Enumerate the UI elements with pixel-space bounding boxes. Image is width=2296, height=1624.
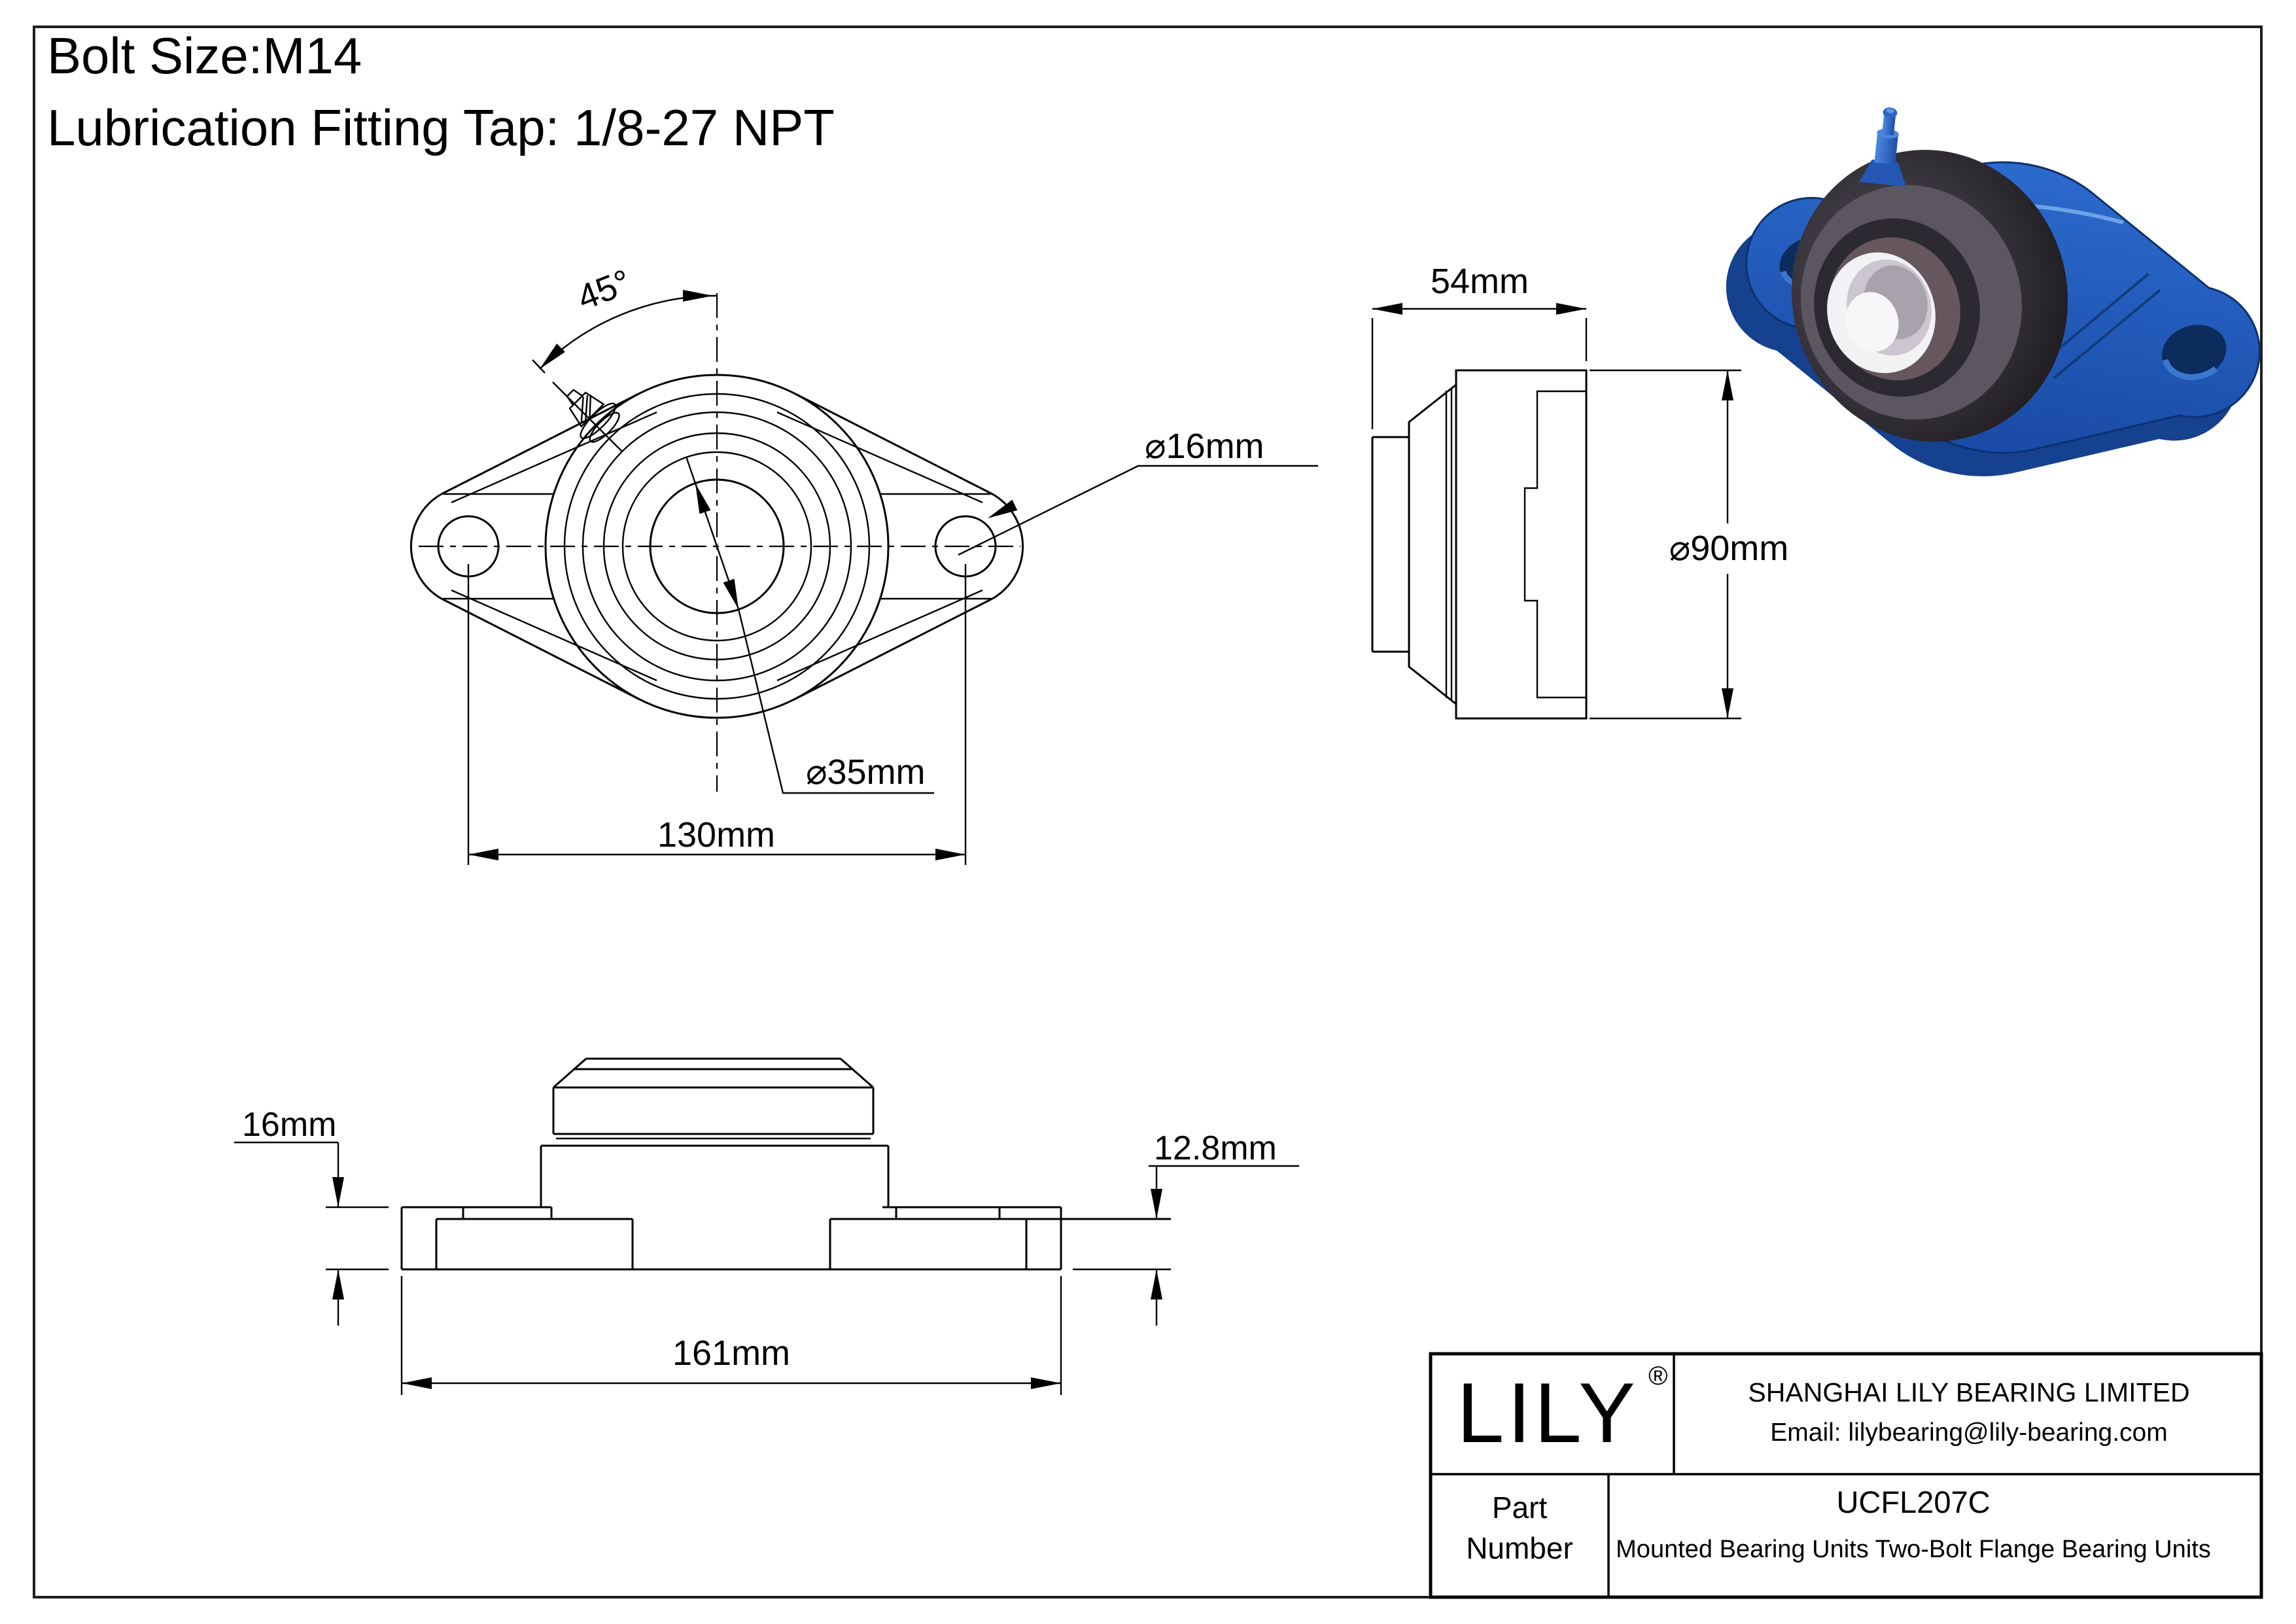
housing-body [1455,369,1588,720]
dim-outer-dia-label: ⌀90mm [1669,529,1789,568]
dim-bolt-hole-label: ⌀16mm [1145,427,1264,466]
centerlines [419,293,1020,865]
flange-plate [400,1206,1171,1271]
fitting-axis [532,359,623,452]
dim-angle-label: 45° [572,262,636,318]
dim-width: 54mm [1371,262,1588,429]
dim-width-label: 54mm [1431,262,1529,301]
header-line2: Lubrication Fitting Tap: 1/8-27 NPT [47,99,835,156]
registered-mark: ® [1648,1362,1667,1390]
dim-flange-height-label: 16mm [242,1106,336,1144]
seal-band [552,1086,875,1135]
header-line1: Bolt Size:M14 [47,27,362,84]
dim-bore-label: ⌀35mm [806,752,926,792]
title-block-frame [1429,1352,2263,1599]
housing-boss [540,1144,890,1207]
title-block-dividers [1431,1354,2261,1597]
render-3d [1726,107,2261,476]
bolt-hole-3d-right [2162,325,2227,379]
front-view: 45° ⌀35mm ⌀16mm 130mm [410,262,1318,865]
dim-angle: 45° [535,262,718,374]
insert-ring-3d [1791,150,2068,442]
dim-edge-height: 12.8mm [1073,1129,1299,1326]
housing-taper [1408,383,1457,705]
company-logo: LILY [1457,1365,1639,1460]
header: Bolt Size:M14 Lubrication Fitting Tap: 1… [47,27,835,156]
grease-fitting [566,389,620,443]
part-label-line2: Number [1466,1531,1573,1565]
insert-nose [1371,436,1409,653]
bolt-hole-3d-right-wall [2163,359,2218,380]
bottom-view: 16mm 12.8mm 161mm [234,1057,1299,1395]
insert-steps [1523,390,1586,699]
seal-lines [1445,388,1453,701]
dim-outer-dia: ⌀90mm [1590,369,1789,720]
title-block: LILY ® SHANGHAI LILY BEARING LIMITED Ema… [1429,1352,2263,1599]
side-view: 54mm ⌀90mm [1371,262,1789,720]
dim-bolt-spacing-label: 130mm [657,815,775,855]
page-border [33,26,2263,1598]
dim-flange-height: 16mm [234,1106,389,1326]
grease-zerk-3d [1859,107,1906,187]
dim-overall-length-label: 161mm [672,1333,790,1373]
company-name: SHANGHAI LILY BEARING LIMITED [1748,1377,2189,1407]
part-description: Mounted Bearing Units Two-Bolt Flange Be… [1616,1536,2211,1563]
part-number: UCFL207C [1836,1485,1990,1519]
dim-bolt-hole: ⌀16mm [958,427,1318,556]
dim-overall-length: 161mm [400,1276,1062,1395]
dim-edge-height-label: 12.8mm [1154,1129,1277,1167]
dim-bore: ⌀35mm [685,456,934,794]
dim-bolt-spacing: 130mm [468,815,965,860]
part-label-line1: Part [1492,1491,1548,1525]
insert-cap [553,1057,874,1089]
company-email: Email: lilybearing@lily-bearing.com [1770,1419,2167,1447]
